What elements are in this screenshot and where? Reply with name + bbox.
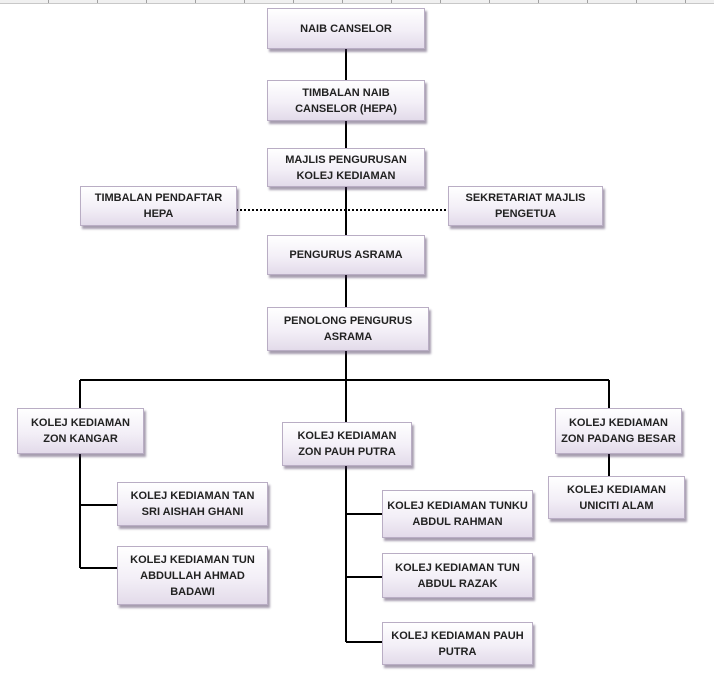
node-naib-canselor: NAIB CANSELOR: [267, 8, 425, 49]
node-zon-padang-besar: KOLEJ KEDIAMAN ZON PADANG BESAR: [555, 408, 682, 454]
ruler-tick: [244, 0, 245, 3]
ruler-tick: [391, 0, 392, 3]
node-zon-pauh-putra: KOLEJ KEDIAMAN ZON PAUH PUTRA: [282, 422, 412, 466]
ruler-tick: [146, 0, 147, 3]
node-penolong-pengurus: PENOLONG PENGURUS ASRAMA: [267, 307, 429, 351]
node-timbalan-pendaftar: TIMBALAN PENDAFTAR HEPA: [80, 186, 237, 226]
ruler-tick: [587, 0, 588, 3]
node-majlis-pengurusan: MAJLIS PENGURUSAN KOLEJ KEDIAMAN: [267, 148, 425, 187]
node-tun-abdullah-ahmad-badawi: KOLEJ KEDIAMAN TUN ABDULLAH AHMAD BADAWI: [117, 546, 268, 605]
node-zon-kangar: KOLEJ KEDIAMAN ZON KANGAR: [17, 408, 144, 454]
top-ruler: [0, 0, 714, 4]
ruler-tick: [685, 0, 686, 3]
ruler-tick: [342, 0, 343, 3]
node-pauh-putra: KOLEJ KEDIAMAN PAUH PUTRA: [382, 622, 533, 665]
ruler-tick: [195, 0, 196, 3]
ruler-tick: [48, 0, 49, 3]
ruler-tick: [489, 0, 490, 3]
node-pengurus-asrama: PENGURUS ASRAMA: [267, 235, 425, 275]
ruler-tick: [636, 0, 637, 3]
ruler-tick: [538, 0, 539, 3]
node-uniciti-alam: KOLEJ KEDIAMAN UNICITI ALAM: [548, 476, 685, 519]
ruler-tick: [293, 0, 294, 3]
ruler-tick: [97, 0, 98, 3]
node-tunku-abdul-rahman: KOLEJ KEDIAMAN TUNKU ABDUL RAHMAN: [382, 490, 533, 538]
node-timbalan-naib-canselor: TIMBALAN NAIB CANSELOR (HEPA): [267, 80, 425, 121]
node-tun-abdul-razak: KOLEJ KEDIAMAN TUN ABDUL RAZAK: [382, 553, 533, 598]
ruler-tick: [440, 0, 441, 3]
node-tan-sri-aishah-ghani: KOLEJ KEDIAMAN TAN SRI AISHAH GHANI: [117, 482, 268, 526]
node-sekretariat-majlis: SEKRETARIAT MAJLIS PENGETUA: [448, 186, 603, 226]
